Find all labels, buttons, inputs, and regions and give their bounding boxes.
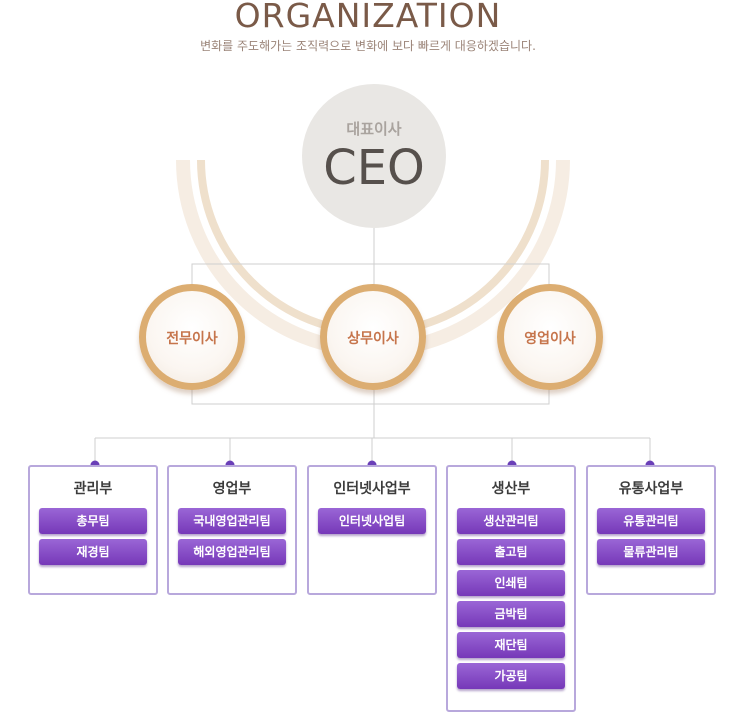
team-button[interactable]: 금박팀 — [457, 601, 565, 627]
department-box-production: 생산부 생산관리팀 출고팀 인쇄팀 금박팀 재단팀 가공팀 — [446, 465, 576, 712]
team-button[interactable]: 총무팀 — [39, 508, 147, 534]
executive-node-sales-director: 영업이사 — [497, 284, 603, 390]
ceo-korean-title: 대표이사 — [346, 120, 402, 138]
team-button[interactable]: 인터넷사업팀 — [318, 508, 426, 534]
team-button[interactable]: 유통관리팀 — [597, 508, 705, 534]
ceo-node: 대표이사 CEO — [302, 84, 446, 228]
department-box-internet-business: 인터넷사업부 인터넷사업팀 — [307, 465, 437, 595]
ceo-english-title: CEO — [323, 140, 425, 196]
executive-node-senior-managing-director: 전무이사 — [139, 284, 245, 390]
team-button[interactable]: 해외영업관리팀 — [178, 539, 286, 565]
team-button[interactable]: 재단팀 — [457, 632, 565, 658]
executive-label: 상무이사 — [347, 331, 399, 347]
department-name: 유통사업부 — [618, 481, 684, 497]
department-name: 영업부 — [212, 481, 252, 497]
executive-label: 영업이사 — [524, 331, 576, 347]
department-name: 관리부 — [73, 481, 113, 497]
department-name: 생산부 — [491, 481, 531, 497]
team-button[interactable]: 가공팀 — [457, 663, 565, 689]
executive-label: 전무이사 — [166, 331, 218, 347]
team-button[interactable]: 국내영업관리팀 — [178, 508, 286, 534]
department-name: 인터넷사업부 — [333, 481, 411, 497]
department-box-distribution: 유통사업부 유통관리팀 물류관리팀 — [586, 465, 716, 595]
team-button[interactable]: 물류관리팀 — [597, 539, 705, 565]
page-title: ORGANIZATION — [234, 0, 502, 35]
team-button[interactable]: 인쇄팀 — [457, 570, 565, 596]
executive-node-managing-director: 상무이사 — [320, 284, 426, 390]
department-box-management: 관리부 총무팀 재경팀 — [28, 465, 158, 595]
team-button[interactable]: 생산관리팀 — [457, 508, 565, 534]
department-box-sales: 영업부 국내영업관리팀 해외영업관리팀 — [167, 465, 297, 595]
team-button[interactable]: 출고팀 — [457, 539, 565, 565]
team-button[interactable]: 재경팀 — [39, 539, 147, 565]
page-subtitle: 변화를 주도해가는 조직력으로 변화에 보다 빠르게 대응하겠습니다. — [200, 39, 536, 53]
